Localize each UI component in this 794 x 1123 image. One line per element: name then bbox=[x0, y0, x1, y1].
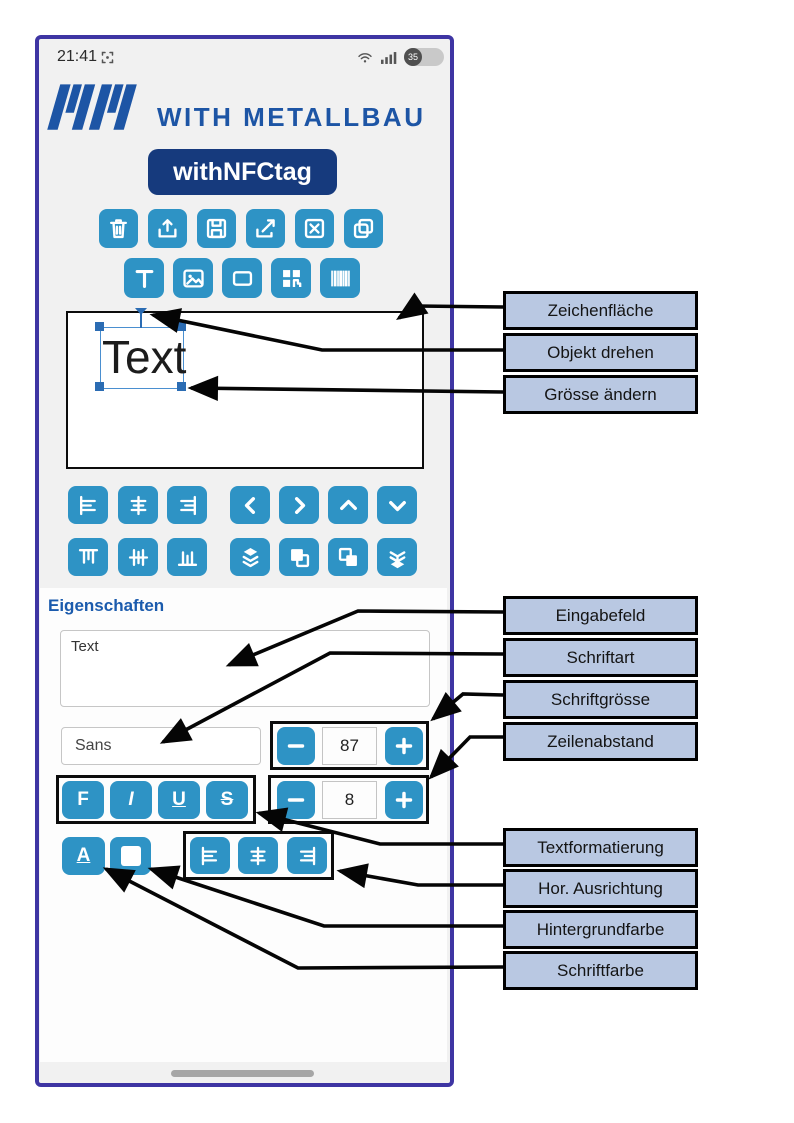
chevron-left-button[interactable] bbox=[230, 486, 270, 524]
background-color-swatch bbox=[120, 846, 141, 866]
brand-name: WITH METALLBAU bbox=[157, 102, 426, 132]
save-button[interactable] bbox=[197, 209, 236, 248]
align-center-horizontal-button[interactable] bbox=[118, 486, 158, 524]
strikethrough-button[interactable]: S bbox=[206, 781, 248, 819]
italic-button[interactable]: I bbox=[110, 781, 152, 819]
battery-percent: 35 bbox=[404, 48, 422, 66]
resize-handle-bottom-right[interactable] bbox=[177, 382, 186, 391]
line-spacing-decrease-button[interactable] bbox=[277, 781, 315, 819]
align-top-button[interactable] bbox=[68, 538, 108, 576]
app-title-button[interactable]: withNFCtag bbox=[148, 149, 337, 195]
open-external-button[interactable] bbox=[246, 209, 285, 248]
font-size-increase-button[interactable] bbox=[385, 727, 423, 765]
rectangle-button[interactable] bbox=[222, 258, 262, 298]
callout-label: Zeichenfläche bbox=[503, 291, 698, 330]
callout-label: Hintergrundfarbe bbox=[503, 910, 698, 949]
trash-button[interactable] bbox=[99, 209, 138, 248]
barcode-button[interactable] bbox=[320, 258, 360, 298]
home-indicator[interactable] bbox=[171, 1070, 314, 1077]
canvas-text-object[interactable]: Text bbox=[102, 331, 187, 383]
line-spacing-increase-button[interactable] bbox=[385, 781, 423, 819]
font-size-value[interactable] bbox=[322, 727, 377, 765]
line-spacing-value[interactable] bbox=[322, 781, 377, 819]
bold-button[interactable]: F bbox=[62, 781, 104, 819]
align-bottom-button[interactable] bbox=[167, 538, 207, 576]
align-right-button[interactable] bbox=[167, 486, 207, 524]
resize-handle-top-left[interactable] bbox=[95, 322, 104, 331]
callout-label: Grösse ändern bbox=[503, 375, 698, 414]
duplicate-button[interactable] bbox=[344, 209, 383, 248]
callout-label: Eingabefeld bbox=[503, 596, 698, 635]
chevron-right-button[interactable] bbox=[279, 486, 319, 524]
font-family-select[interactable]: Sans bbox=[61, 727, 261, 765]
rotate-handle[interactable] bbox=[135, 308, 147, 315]
send-backward-button[interactable] bbox=[328, 538, 368, 576]
align-center-horizontal-button[interactable] bbox=[238, 837, 278, 874]
callout-label: Schriftart bbox=[503, 638, 698, 677]
align-left-button[interactable] bbox=[68, 486, 108, 524]
text-button[interactable] bbox=[124, 258, 164, 298]
background-color-button[interactable] bbox=[110, 837, 151, 875]
callout-label: Schriftfarbe bbox=[503, 951, 698, 990]
callout-label: Zeilenabstand bbox=[503, 722, 698, 761]
screenshot-icon bbox=[100, 50, 115, 70]
align-right-button[interactable] bbox=[287, 837, 327, 874]
font-size-decrease-button[interactable] bbox=[277, 727, 315, 765]
brand-logo-icon bbox=[47, 84, 151, 137]
chevron-up-button[interactable] bbox=[328, 486, 368, 524]
signal-icon bbox=[381, 51, 398, 70]
battery-indicator: 35 bbox=[404, 48, 444, 66]
status-time: 21:41 bbox=[57, 48, 98, 65]
chevron-down-button[interactable] bbox=[377, 486, 417, 524]
close-box-button[interactable] bbox=[295, 209, 334, 248]
distribute-vertical-button[interactable] bbox=[118, 538, 158, 576]
send-to-back-button[interactable] bbox=[377, 538, 417, 576]
callout-label: Textformatierung bbox=[503, 828, 698, 867]
bring-to-front-button[interactable] bbox=[230, 538, 270, 576]
image-button[interactable] bbox=[173, 258, 213, 298]
underline-button[interactable]: U bbox=[158, 781, 200, 819]
callout-label: Objekt drehen bbox=[503, 333, 698, 372]
qr-code-button[interactable] bbox=[271, 258, 311, 298]
resize-handle-bottom-left[interactable] bbox=[95, 382, 104, 391]
align-left-button[interactable] bbox=[190, 837, 230, 874]
properties-heading: Eigenschaften bbox=[48, 596, 165, 615]
text-content-input[interactable]: Text bbox=[60, 630, 430, 707]
callout-label: Schriftgrösse bbox=[503, 680, 698, 719]
text-format-group bbox=[56, 775, 256, 824]
bring-forward-button[interactable] bbox=[279, 538, 319, 576]
font-color-button[interactable]: A bbox=[62, 837, 105, 875]
wifi-icon bbox=[357, 50, 373, 71]
callout-label: Hor. Ausrichtung bbox=[503, 869, 698, 908]
rotation-stem bbox=[140, 313, 142, 328]
selection-box[interactable] bbox=[100, 327, 184, 389]
upload-button[interactable] bbox=[148, 209, 187, 248]
